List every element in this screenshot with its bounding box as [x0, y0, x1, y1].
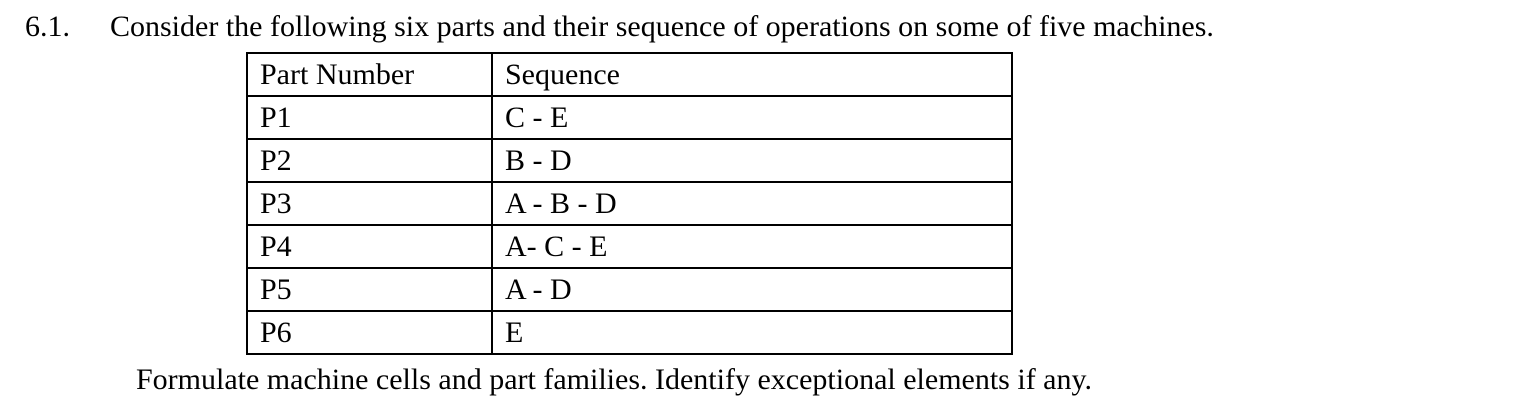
cell-part-number: P2 — [246, 138, 493, 183]
table-row: P4 A- C - E — [246, 224, 1013, 269]
table-row: P2 B - D — [246, 138, 1013, 183]
cell-part-number: P6 — [246, 310, 493, 355]
table-row: P3 A - B - D — [246, 181, 1013, 226]
table-header: Part Number Sequence — [246, 52, 1013, 97]
cell-part-number: P3 — [246, 181, 493, 226]
cell-sequence: A - D — [491, 267, 1013, 312]
table-row: P5 A - D — [246, 267, 1013, 312]
column-header-sequence: Sequence — [491, 52, 1013, 97]
question-number: 6.1. — [25, 10, 70, 43]
cell-sequence: C - E — [491, 95, 1013, 140]
cell-sequence: A- C - E — [491, 224, 1013, 269]
table-row: P6 E — [246, 310, 1013, 355]
question-statement: Consider the following six parts and the… — [110, 10, 1214, 43]
question-heading: 6.1. Consider the following six parts an… — [25, 8, 1495, 46]
cell-part-number: P5 — [246, 267, 493, 312]
table-row: P1 C - E — [246, 95, 1013, 140]
table-header-row: Part Number Sequence — [246, 52, 1013, 97]
cell-part-number: P4 — [246, 224, 493, 269]
instruction-text: Formulate machine cells and part familie… — [136, 363, 1093, 396]
cell-part-number: P1 — [246, 95, 493, 140]
parts-sequence-table-container: Part Number Sequence P1 C - E P2 B - D P… — [246, 52, 1013, 355]
table-body: P1 C - E P2 B - D P3 A - B - D P4 A- C -… — [246, 95, 1013, 355]
cell-sequence: A - B - D — [491, 181, 1013, 226]
column-header-part-number: Part Number — [246, 52, 493, 97]
cell-sequence: E — [491, 310, 1013, 355]
cell-sequence: B - D — [491, 138, 1013, 183]
parts-sequence-table: Part Number Sequence P1 C - E P2 B - D P… — [246, 52, 1013, 355]
